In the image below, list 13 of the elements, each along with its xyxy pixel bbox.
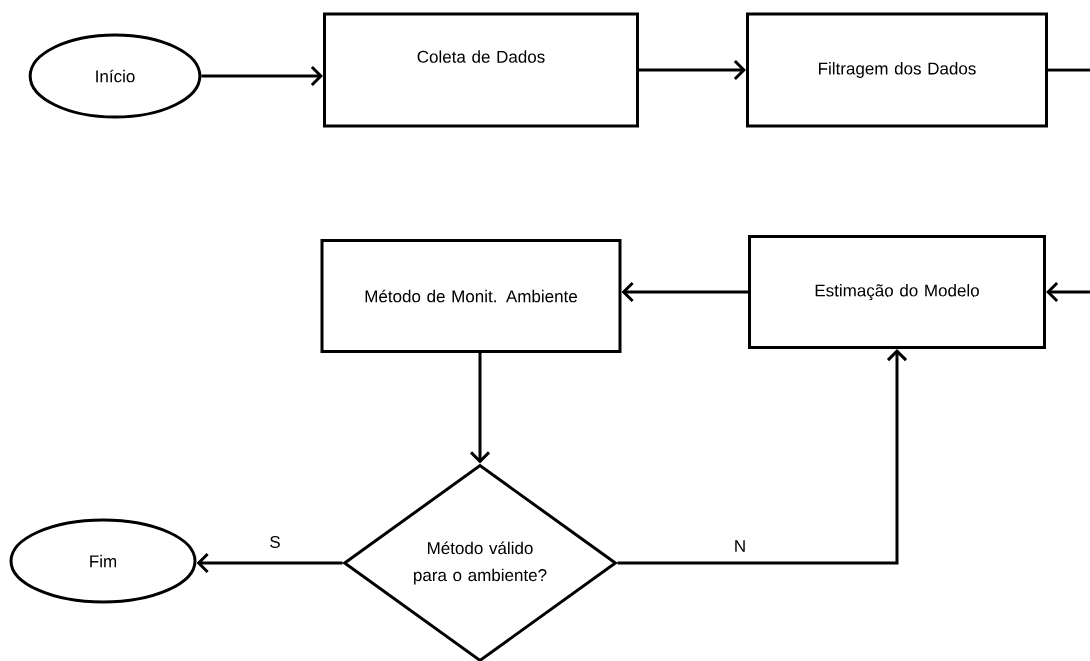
process-box: Método de Monit. Ambiente	[320, 239, 622, 353]
edge-label: S	[268, 534, 282, 549]
arrow	[617, 349, 908, 565]
edge-label: N	[732, 539, 748, 553]
process-box: Filtragem dos Dados	[746, 12, 1048, 128]
arrow	[621, 281, 748, 303]
process-box: Estimação do Modelo	[748, 235, 1046, 349]
arrow	[469, 353, 491, 464]
arrow	[1046, 281, 1090, 303]
process-box: Coleta de Dados	[323, 12, 639, 128]
arrow	[201, 65, 323, 87]
arrow	[639, 59, 746, 81]
arrow	[196, 552, 343, 574]
